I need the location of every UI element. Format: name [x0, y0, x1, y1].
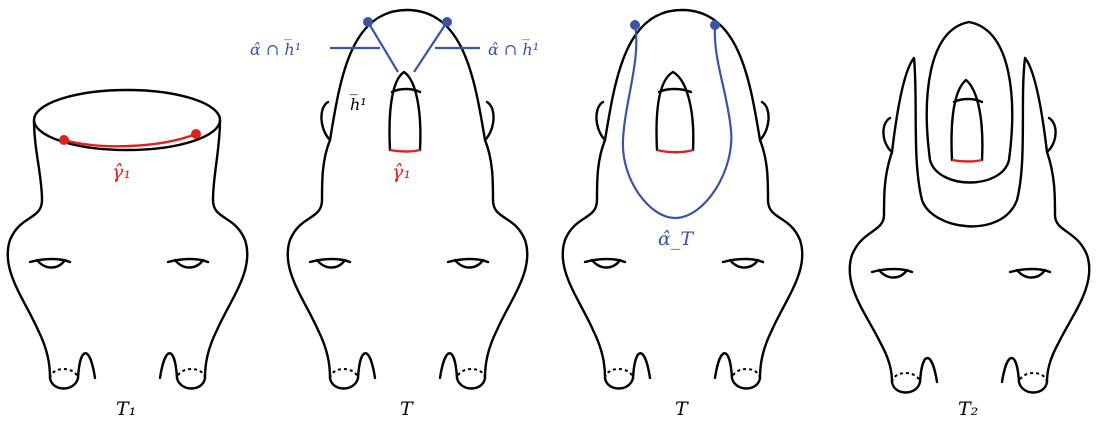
gamma-endpoint [191, 129, 201, 139]
gamma-label: γ̂₁ [112, 161, 131, 183]
handle-label: h̅¹ [350, 94, 367, 114]
alpha-segment [367, 21, 399, 73]
loop-endpoint [710, 20, 720, 30]
panel-t2: T₂ [848, 20, 1091, 420]
gamma-curve [389, 148, 421, 153]
caption-t: T [400, 398, 414, 420]
alpha-segment [413, 21, 448, 73]
panel-t1: γ̂₁ T₁ [6, 88, 249, 420]
gamma-curve [63, 132, 197, 148]
caption-t: T [675, 398, 689, 420]
panel-t: α̂ ∩ h̅¹ α̂ ∩ h̅¹ h̅¹ γ̂₁ T [250, 8, 539, 420]
caption-t2: T₂ [958, 398, 978, 420]
loop-endpoint [630, 20, 640, 30]
alpha-label: α̂_T [658, 228, 694, 250]
gamma-curve [656, 148, 694, 154]
panel-t-alpha: α̂_T T [561, 8, 804, 420]
gamma-curve [951, 158, 983, 163]
gamma-label: γ̂₁ [392, 161, 411, 183]
gamma-endpoint [59, 135, 69, 145]
caption-t1: T₁ [116, 398, 136, 420]
alpha-loop [621, 24, 733, 220]
handle-oval [925, 20, 1014, 184]
intersection-point [363, 17, 373, 27]
intersection-label-right: α̂ ∩ h̅¹ [488, 39, 539, 59]
intersection-label-left: α̂ ∩ h̅¹ [250, 39, 301, 59]
intersection-point [442, 17, 452, 27]
